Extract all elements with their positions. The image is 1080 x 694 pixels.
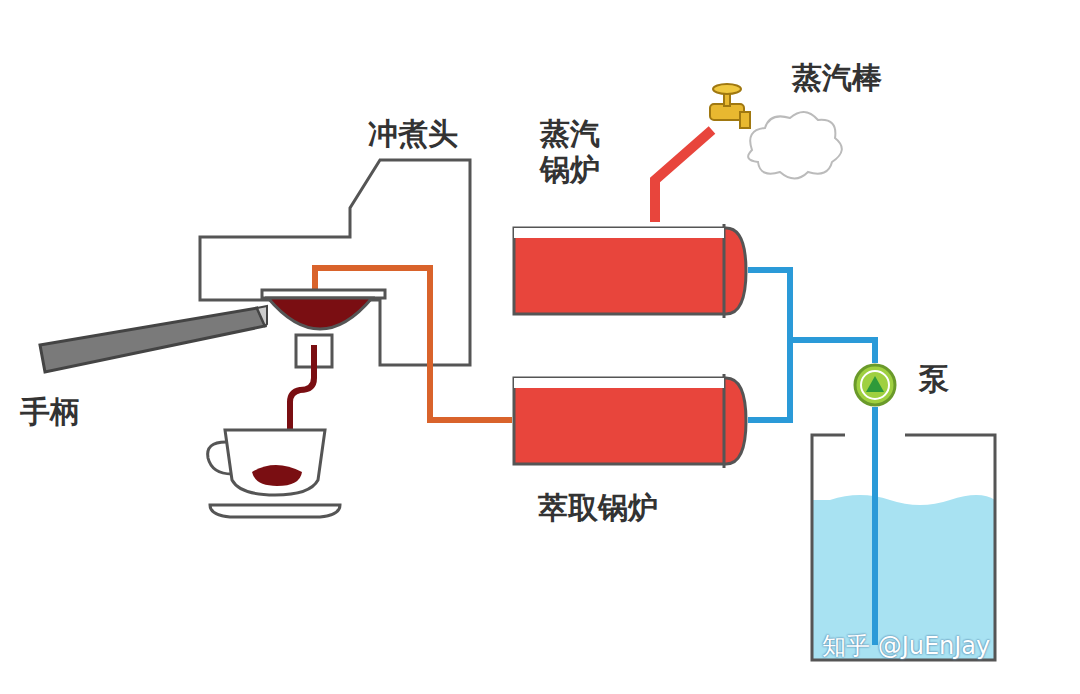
steam-wand: 蒸汽棒 <box>700 82 756 130</box>
handle: 手柄 <box>35 300 267 378</box>
cup-handle <box>208 442 232 474</box>
valve-nozzle <box>740 112 750 128</box>
pump-shape <box>853 363 897 407</box>
water-tank <box>812 435 995 660</box>
steam-cloud <box>748 112 842 179</box>
extraction-boiler-shape <box>512 372 748 470</box>
water-pipe <box>748 270 875 363</box>
part-label: 蒸汽 锅炉 <box>540 116 606 188</box>
coffee <box>252 465 302 486</box>
steam-boiler: 蒸汽 锅炉 <box>512 222 748 320</box>
boiler-flange <box>723 224 726 318</box>
boiler-body <box>514 378 746 464</box>
hot-water-pipe <box>430 300 512 420</box>
extraction-boiler: 萃取锅炉 <box>512 372 748 470</box>
part-label: 手柄 <box>20 394 80 430</box>
saucer <box>210 505 340 517</box>
part-label: 泵 <box>919 361 949 397</box>
pump-ring <box>861 371 889 399</box>
boiler-headspace <box>514 228 724 238</box>
part-label: 蒸汽棒 <box>792 60 882 96</box>
part-label: 萃取锅炉 <box>538 490 658 526</box>
boiler-headspace <box>514 378 724 388</box>
part-label: 冲煮头 <box>368 116 458 152</box>
boiler-flange <box>723 374 726 468</box>
steam-pipe <box>655 130 712 222</box>
watermark: 知乎 @JuEnJay <box>822 630 990 662</box>
cup <box>225 430 325 495</box>
steam-boiler-shape <box>512 222 748 320</box>
valve-knob <box>713 84 741 94</box>
intake-pipe <box>872 407 878 645</box>
coffee-basket <box>268 298 372 329</box>
boiler-body <box>514 228 746 314</box>
handle-collar <box>257 306 267 326</box>
handle-shape <box>35 300 267 378</box>
brew-head: 冲煮头 <box>200 160 470 300</box>
steam-wand-shape <box>700 82 756 130</box>
handle-bar <box>40 308 265 372</box>
pump-body <box>855 365 895 405</box>
pump-arrow <box>866 376 884 392</box>
pump: 泵 <box>853 363 897 407</box>
